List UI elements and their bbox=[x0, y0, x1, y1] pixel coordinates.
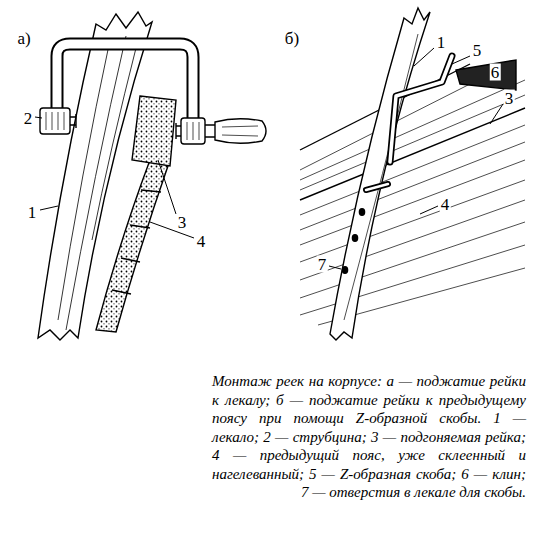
callout-number: 4 bbox=[196, 233, 207, 250]
panel-b bbox=[300, 8, 525, 340]
callout-number: 4 bbox=[440, 196, 451, 213]
callout-number: 3 bbox=[177, 214, 188, 231]
callout-number: 7 bbox=[317, 256, 328, 273]
callout-number: 3 bbox=[504, 90, 515, 107]
callout-number: 2 bbox=[23, 110, 34, 127]
panel-letter: б) bbox=[284, 30, 300, 47]
callout-number: 6 bbox=[490, 64, 501, 81]
figure-caption: Монтаж реек на корпусе: а — поджатие рей… bbox=[212, 372, 526, 502]
callout-number: 1 bbox=[27, 204, 38, 221]
callout-number: 5 bbox=[472, 42, 483, 59]
panel-a bbox=[35, 12, 266, 340]
panel-letter: а) bbox=[16, 30, 31, 47]
callout-number: 1 bbox=[436, 34, 447, 51]
